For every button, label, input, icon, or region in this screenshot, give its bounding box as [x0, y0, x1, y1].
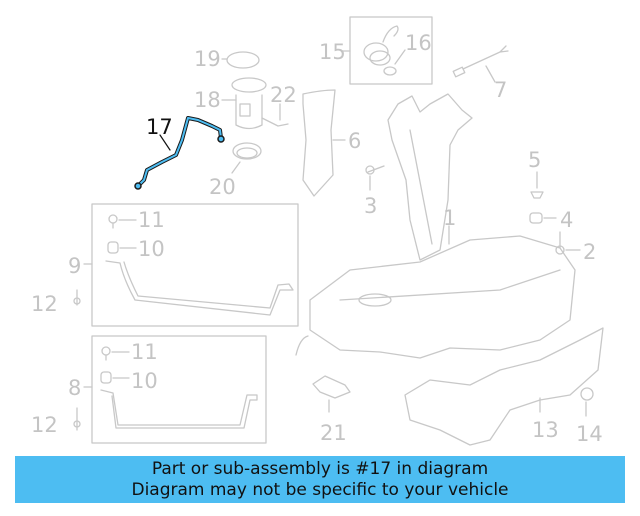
- lock-ring-icon: [232, 142, 262, 160]
- callout-12: 12: [31, 413, 58, 437]
- callout-18: 18: [194, 88, 221, 112]
- callout-9: 9: [68, 254, 82, 278]
- callout-13: 13: [532, 418, 559, 442]
- fuel-line-part-17[interactable]: [134, 116, 225, 190]
- heat-shield-icon: [302, 89, 336, 197]
- callout-10: 10: [138, 237, 165, 261]
- grommet-icon: [580, 387, 594, 401]
- fastener-icon: [100, 346, 130, 384]
- callout-5: 5: [528, 148, 542, 172]
- info-banner: Part or sub-assembly is #17 in diagram D…: [15, 456, 625, 503]
- bracket-icon: [312, 375, 351, 399]
- callout-22: 22: [270, 83, 297, 107]
- banner-line-1: Part or sub-assembly is #17 in diagram: [151, 459, 489, 479]
- callout-4: 4: [560, 208, 574, 232]
- fuel-tank-icon: [309, 235, 576, 359]
- callout-14: 14: [576, 422, 603, 446]
- fuel-pump-icon: [221, 77, 289, 130]
- callout-2: 2: [583, 240, 597, 264]
- part-box-8: [91, 335, 267, 444]
- callout-20: 20: [209, 175, 236, 199]
- callout-10: 10: [131, 369, 158, 393]
- callout-6: 6: [348, 129, 362, 153]
- callout-17[interactable]: 17: [146, 115, 173, 139]
- filler-neck-icon: [387, 93, 473, 261]
- fuel-cap-icon: [363, 25, 406, 76]
- sensor-wire-icon: [452, 45, 509, 83]
- callout-3: 3: [364, 194, 378, 218]
- callout-21: 21: [320, 421, 347, 445]
- fastener-icon: [107, 214, 137, 254]
- callout-1: 1: [443, 206, 457, 230]
- callout-11: 11: [138, 208, 165, 232]
- tank-strap-icon: [105, 260, 294, 316]
- callout-15: 15: [319, 40, 346, 64]
- seal-ring-icon: [226, 51, 260, 69]
- banner-line-2: Diagram may not be specific to your vehi…: [131, 480, 509, 500]
- callout-7: 7: [494, 78, 508, 102]
- skid-plate-icon: [404, 327, 604, 446]
- callout-8: 8: [68, 376, 82, 400]
- callout-12: 12: [31, 292, 58, 316]
- part-box-9: [91, 203, 299, 327]
- callout-19: 19: [194, 47, 221, 71]
- tank-strap-icon: [100, 389, 258, 429]
- callout-16: 16: [405, 31, 432, 55]
- callout-11: 11: [131, 340, 158, 364]
- callout-arrow-17: [159, 134, 171, 151]
